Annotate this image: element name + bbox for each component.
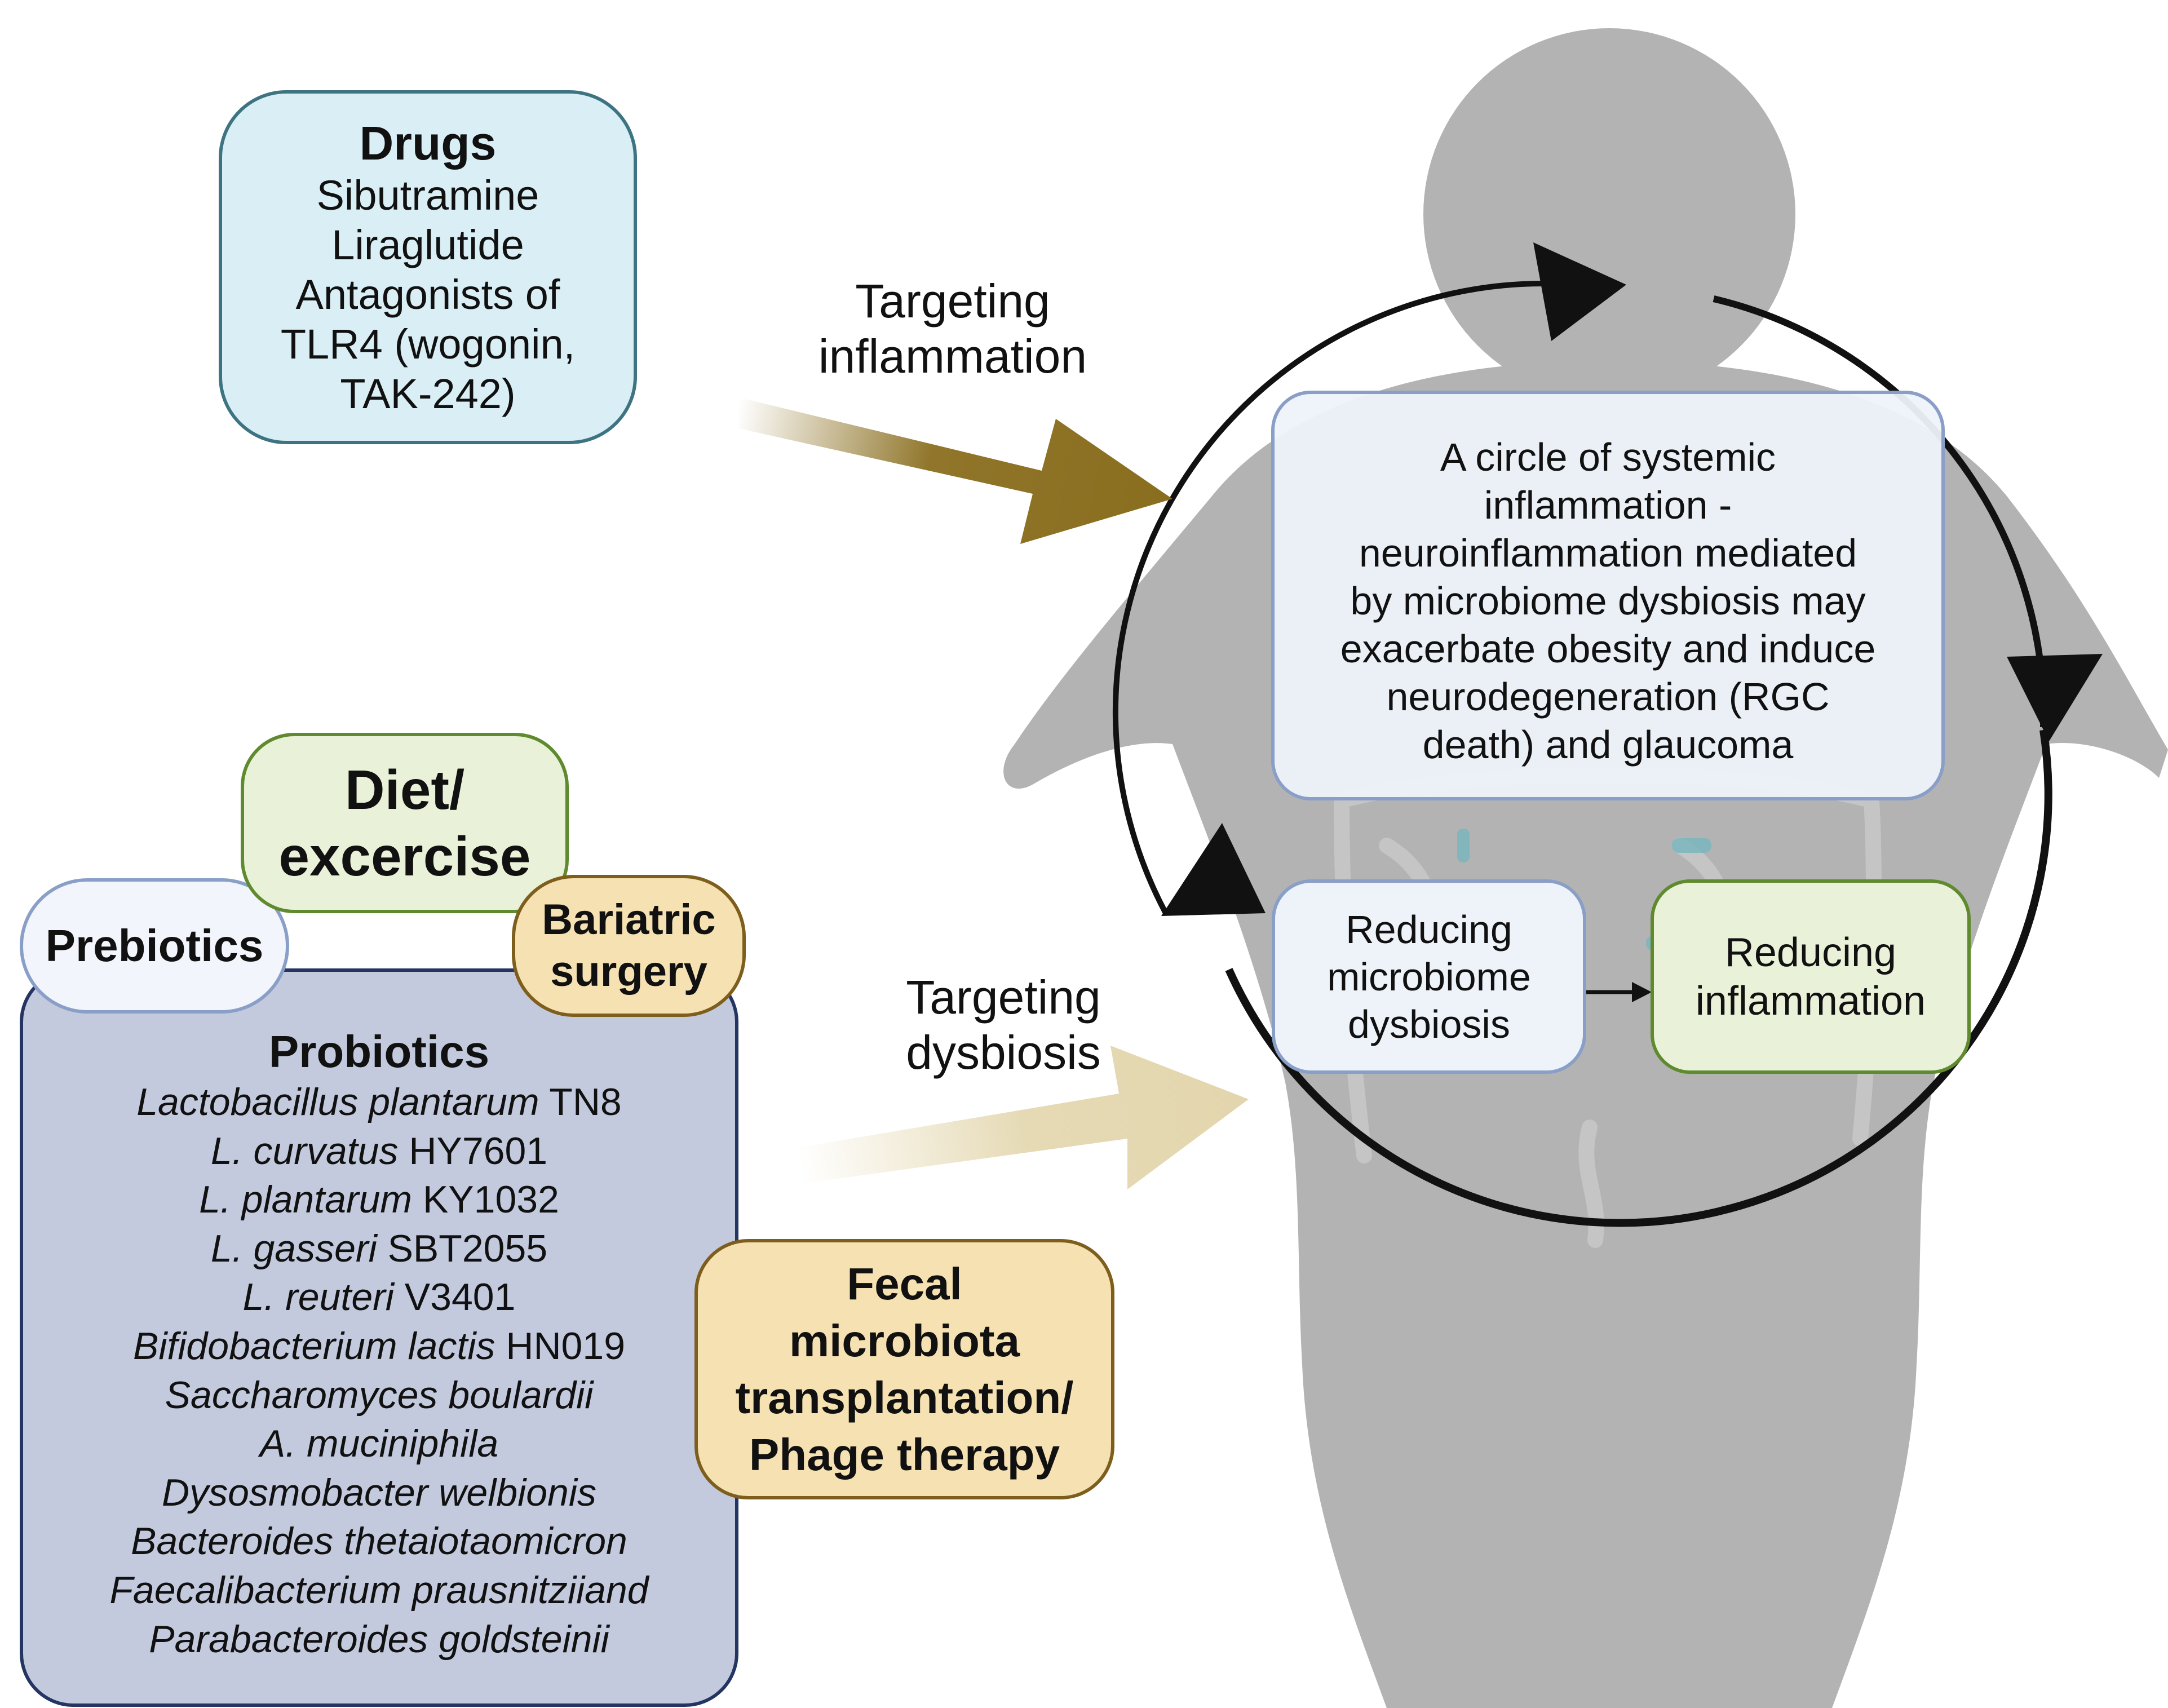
cycle-arrowhead-top [1533,242,1626,341]
probiotic-species: L. reuteri [242,1276,394,1319]
probiotic-strain: SBT2055 [377,1227,548,1270]
probiotic-item: A. muciniphila [260,1419,498,1468]
reducing-dysbiosis-line: dysbiosis [1348,1002,1510,1046]
probiotic-species: L. plantarum [199,1178,413,1222]
probiotic-strain: KY1032 [412,1178,559,1222]
reducing-dysbiosis-box: Reducing microbiome dysbiosis [1272,879,1586,1074]
drugs-box: Drugs Sibutramine Liraglutide Antagonist… [219,90,637,444]
probiotic-strain: V3401 [393,1276,516,1319]
targeting-inflammation-label: Targeting inflammation [767,273,1139,384]
cycle-text-line: inflammation - [1484,483,1732,527]
diet-line: excercise [278,825,531,887]
drugs-title: Drugs [359,117,497,170]
probiotic-species: Bifidobacterium lactis [132,1324,495,1368]
cycle-description-box: A circle of systemic inflammation - neur… [1271,391,1945,800]
probiotic-item: L. curvatus HY7601 [211,1127,547,1176]
reducing-inflammation-box: Reducing inflammation [1651,879,1971,1074]
fecal-line: microbiota [789,1316,1020,1366]
probiotic-item: Bifidobacterium lactis HN019 [133,1322,625,1371]
diet-exercise-box: Diet/ excercise [241,733,569,913]
diet-line: Diet/ [344,759,465,821]
probiotic-item: Saccharomyces boulardii [165,1371,594,1420]
probiotic-item: L. gasseri SBT2055 [211,1224,547,1273]
cycle-arrowhead-right [2007,654,2103,741]
probiotic-species: Dysosmobacter welbionis [162,1471,596,1514]
probiotic-item: Bacteroides thetaiotaomicron [131,1517,627,1566]
probiotic-item: Faecalibacterium prausnitziiand [109,1566,648,1615]
probiotic-strain: HY7601 [398,1129,548,1172]
probiotic-species: A. muciniphila [259,1422,499,1466]
cycle-text-line: exacerbate obesity and induce [1340,627,1876,671]
cycle-text-line: death) and glaucoma [1422,723,1794,767]
probiotic-species: L. curvatus [210,1129,399,1172]
reducing-dysbiosis-line: Reducing [1346,907,1512,952]
cycle-arc-bottom [1225,729,2052,1227]
bariatric-line: Bariatric [542,896,716,944]
targeting-dysbiosis-arrow [800,1046,1249,1189]
reducing-dysbiosis-line: microbiome [1327,954,1531,999]
probiotics-box: Probiotics Lactobacillus plantarum TN8 L… [20,968,738,1707]
cycle-arc-upper [1112,280,1550,915]
probiotic-strain: HN019 [495,1324,626,1368]
cycle-arrows [1112,242,2103,1227]
fecal-transplant-box: Fecal microbiota transplantation/ Phage … [694,1239,1114,1499]
probiotic-item: Parabacteroides goldsteinii [149,1615,609,1664]
probiotic-item: Lactobacillus plantarum TN8 [136,1078,622,1127]
label-line: Targeting [906,971,1101,1024]
probiotic-species: Parabacteroides goldsteinii [149,1617,609,1661]
reducing-inflammation-line: inflammation [1695,978,1926,1024]
probiotic-species: Bacteroides thetaiotaomicron [131,1520,627,1563]
cycle-text-line: by microbiome dysbiosis may [1350,579,1866,623]
cycle-text-line: neuroinflammation mediated [1359,531,1857,575]
reducing-inflammation-line: Reducing [1724,930,1897,975]
drugs-item: Antagonists of [295,271,560,318]
bariatric-surgery-box: Bariatric surgery [512,875,746,1017]
label-line: inflammation [818,330,1087,383]
probiotic-item: Dysosmobacter welbionis [162,1468,596,1517]
probiotic-species: Saccharomyces boulardii [165,1373,594,1417]
label-line: Targeting [855,275,1050,328]
prebiotics-box: Prebiotics [20,878,289,1014]
drugs-item: Liraglutide [331,222,524,268]
probiotic-species: Faecalibacterium prausnitziiand [109,1568,649,1612]
fecal-line: Phage therapy [749,1430,1060,1480]
label-line: dysbiosis [906,1026,1101,1079]
probiotic-item: L. plantarum KY1032 [199,1175,559,1224]
probiotic-species: Lactobacillus plantarum [136,1081,539,1123]
targeting-dysbiosis-label: Targeting dysbiosis [857,970,1150,1080]
probiotic-strain: TN8 [539,1081,622,1123]
fecal-line: transplantation/ [735,1373,1074,1423]
bariatric-line: surgery [550,948,707,995]
drugs-item: TAK-242) [340,370,516,417]
head-shape [1423,28,1795,400]
prebiotics-label: Prebiotics [45,921,264,971]
probiotics-title: Probiotics [268,1026,490,1077]
cycle-text-line: neurodegeneration (RGC [1386,675,1830,719]
cycle-arrowhead-left [1161,823,1266,916]
fecal-line: Fecal [847,1259,962,1309]
drugs-item: TLR4 (wogonin, [280,321,576,368]
cycle-arc-right [1713,295,2047,728]
cycle-text-line: A circle of systemic [1440,435,1776,479]
probiotic-item: L. reuteri V3401 [243,1273,516,1322]
targeting-inflammation-arrow [738,397,1173,544]
drugs-item: Sibutramine [316,172,539,219]
probiotic-species: L. gasseri [210,1227,377,1270]
